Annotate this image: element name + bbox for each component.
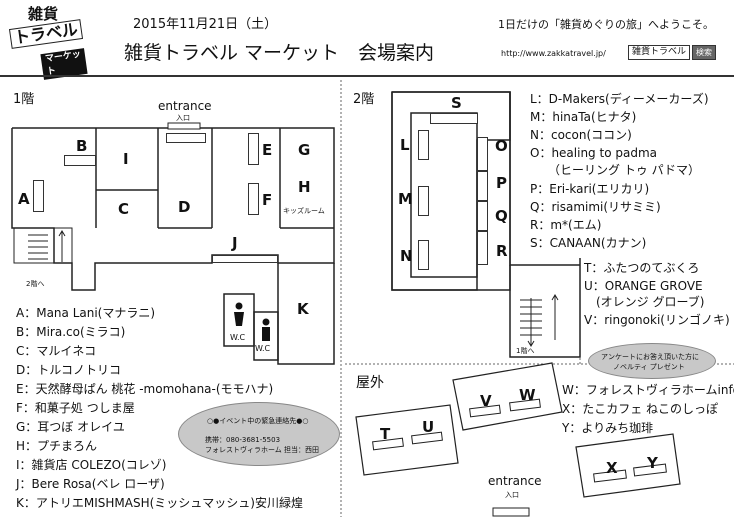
search-button[interactable]: 検索 (692, 45, 716, 60)
legend-k: K：アトリエMISHMASH(ミッシュマッシュ)安川緑煌 (16, 496, 303, 510)
booth-t: T (380, 425, 391, 443)
emergency-title: ○●イベント中の緊急連絡先●○ (207, 417, 309, 425)
wc-label-2: W.C (255, 344, 271, 353)
legend-o: O：healing to padma (530, 146, 657, 160)
booth-l: L (400, 136, 410, 154)
search-input[interactable]: 雑貨トラベル (628, 45, 690, 60)
stairs-down-label: 1階へ (516, 347, 535, 355)
legend-i: I：雑貨店 COLEZO(コレゾ) (16, 458, 167, 472)
booth-o: O (495, 137, 508, 155)
tagline: 1日だけの「雑貨めぐりの旅」へようこそ。 (498, 18, 714, 31)
legend-h: H：プチまろん (16, 439, 98, 453)
legend-g: G：耳つぼ オレイユ (16, 420, 125, 434)
table-m (418, 186, 429, 216)
outdoor-entrance: entrance (488, 474, 542, 488)
emergency-contact: ○●イベント中の緊急連絡先●○ 携帯：080-3681-5503 フォレストヴィ… (178, 402, 340, 466)
table-e (248, 133, 259, 165)
wc-label-1: W.C (230, 333, 246, 342)
legend-j: J：Bere Rosa(ベレ ローザ) (16, 477, 165, 491)
booth-r: R (496, 242, 508, 260)
floor1-entrance: entrance (158, 99, 212, 113)
legend-s: S：CANAAN(カナン) (530, 236, 647, 250)
table-a (33, 180, 44, 212)
booth-p: P (496, 174, 507, 192)
outdoor-title: 屋外 (356, 375, 384, 391)
table-p (477, 171, 488, 201)
header-divider (0, 75, 734, 77)
logo: 雑貨 トラベル マーケット (6, 4, 88, 80)
table-s (430, 113, 478, 124)
table-n (418, 240, 429, 270)
legend-f: F：和菓子処 つしま屋 (16, 401, 135, 415)
legend-d: D：トルコノトリコ (16, 363, 122, 377)
booth-h: H (298, 178, 311, 196)
legend-u: U：ORANGE GROVE (584, 279, 703, 293)
booth-u: U (422, 418, 435, 436)
legend-t: T：ふたつのてぶくろ (584, 261, 700, 275)
emergency-contact-name: フォレストヴィラホーム 担当：西田 (205, 446, 320, 454)
legend-v: V：ringonoki(リンゴノキ) (584, 313, 730, 327)
booth-k: K (297, 300, 309, 318)
booth-j: J (232, 234, 238, 252)
toilet-icon-2 (259, 318, 273, 342)
table-j (212, 255, 278, 263)
booth-i: I (123, 150, 129, 168)
page-title: 雑貨トラベル マーケット 会場案内 (124, 42, 435, 64)
table-d (166, 133, 206, 143)
event-date: 2015年11月21日（土） (133, 17, 278, 32)
table-b (64, 155, 96, 166)
table-l (418, 130, 429, 160)
booth-s: S (451, 94, 462, 112)
site-url[interactable]: http://www.zakkatravel.jp/ (501, 49, 606, 58)
survey-notice: アンケートにお答え頂いた方に ノベルティ プレゼント (588, 343, 716, 379)
floor2-title: 2階 (353, 92, 375, 107)
legend-n: N：cocon(ココン) (530, 128, 632, 142)
legend-m: M：hinaTa(ヒナタ) (530, 110, 637, 124)
booth-x: X (606, 459, 618, 477)
legend-y: Y：よりみち珈琲 (562, 421, 654, 435)
table-q (477, 201, 488, 231)
booth-d: D (178, 198, 191, 216)
stairs-up-label: 2階へ (26, 280, 45, 288)
survey-line1: アンケートにお答え頂いた方に (601, 353, 699, 361)
legend-p: P：Eri-kari(エリカリ) (530, 182, 650, 196)
floor1-title: 1階 (13, 92, 35, 107)
legend-e: E：天然酵母ぱん 桃花 -momohana-(モモハナ) (16, 382, 274, 396)
floor1-entrance-jp: 入口 (176, 114, 190, 122)
booth-w: W (519, 386, 536, 404)
booth-c: C (118, 200, 130, 218)
toilet-icon (232, 302, 246, 328)
table-f (248, 183, 259, 215)
table-r (477, 231, 488, 265)
logo-line1: 雑貨 (28, 5, 59, 23)
outdoor-entrance-jp: 入口 (505, 491, 519, 499)
table-o (477, 137, 488, 171)
legend-a: A：Mana Lani(マナラニ) (16, 306, 156, 320)
survey-line2: ノベルティ プレゼント (613, 363, 685, 371)
legend-r: R：m*(エム) (530, 218, 602, 232)
booth-f: F (262, 191, 273, 209)
legend-x: X：たこカフェ ねこのしっぽ (562, 402, 719, 416)
legend-b: B：Mira.co(ミラコ) (16, 325, 126, 339)
legend-o-kana: （ヒーリング トゥ パドマ） (530, 163, 700, 177)
booth-b: B (76, 137, 88, 155)
legend-u-kana: (オレンジ グローブ) (584, 295, 705, 309)
legend-l: L：D-Makers(ディーメーカーズ) (530, 92, 709, 106)
booth-g: G (298, 141, 311, 159)
booth-q: Q (495, 207, 508, 225)
booth-v: V (480, 392, 492, 410)
booth-m: M (398, 190, 413, 208)
legend-q: Q：risamimi(リサミミ) (530, 200, 661, 214)
legend-c: C：マルイネコ (16, 344, 97, 358)
booth-n: N (400, 247, 413, 265)
booth-y: Y (647, 454, 658, 472)
booth-e: E (262, 141, 273, 159)
booth-a: A (18, 190, 30, 208)
emergency-phone: 携帯：080-3681-5503 (205, 436, 281, 444)
kids-room-label: キッズルーム (283, 207, 325, 215)
legend-w: W：フォレストヴィラホームinfo (562, 383, 734, 397)
